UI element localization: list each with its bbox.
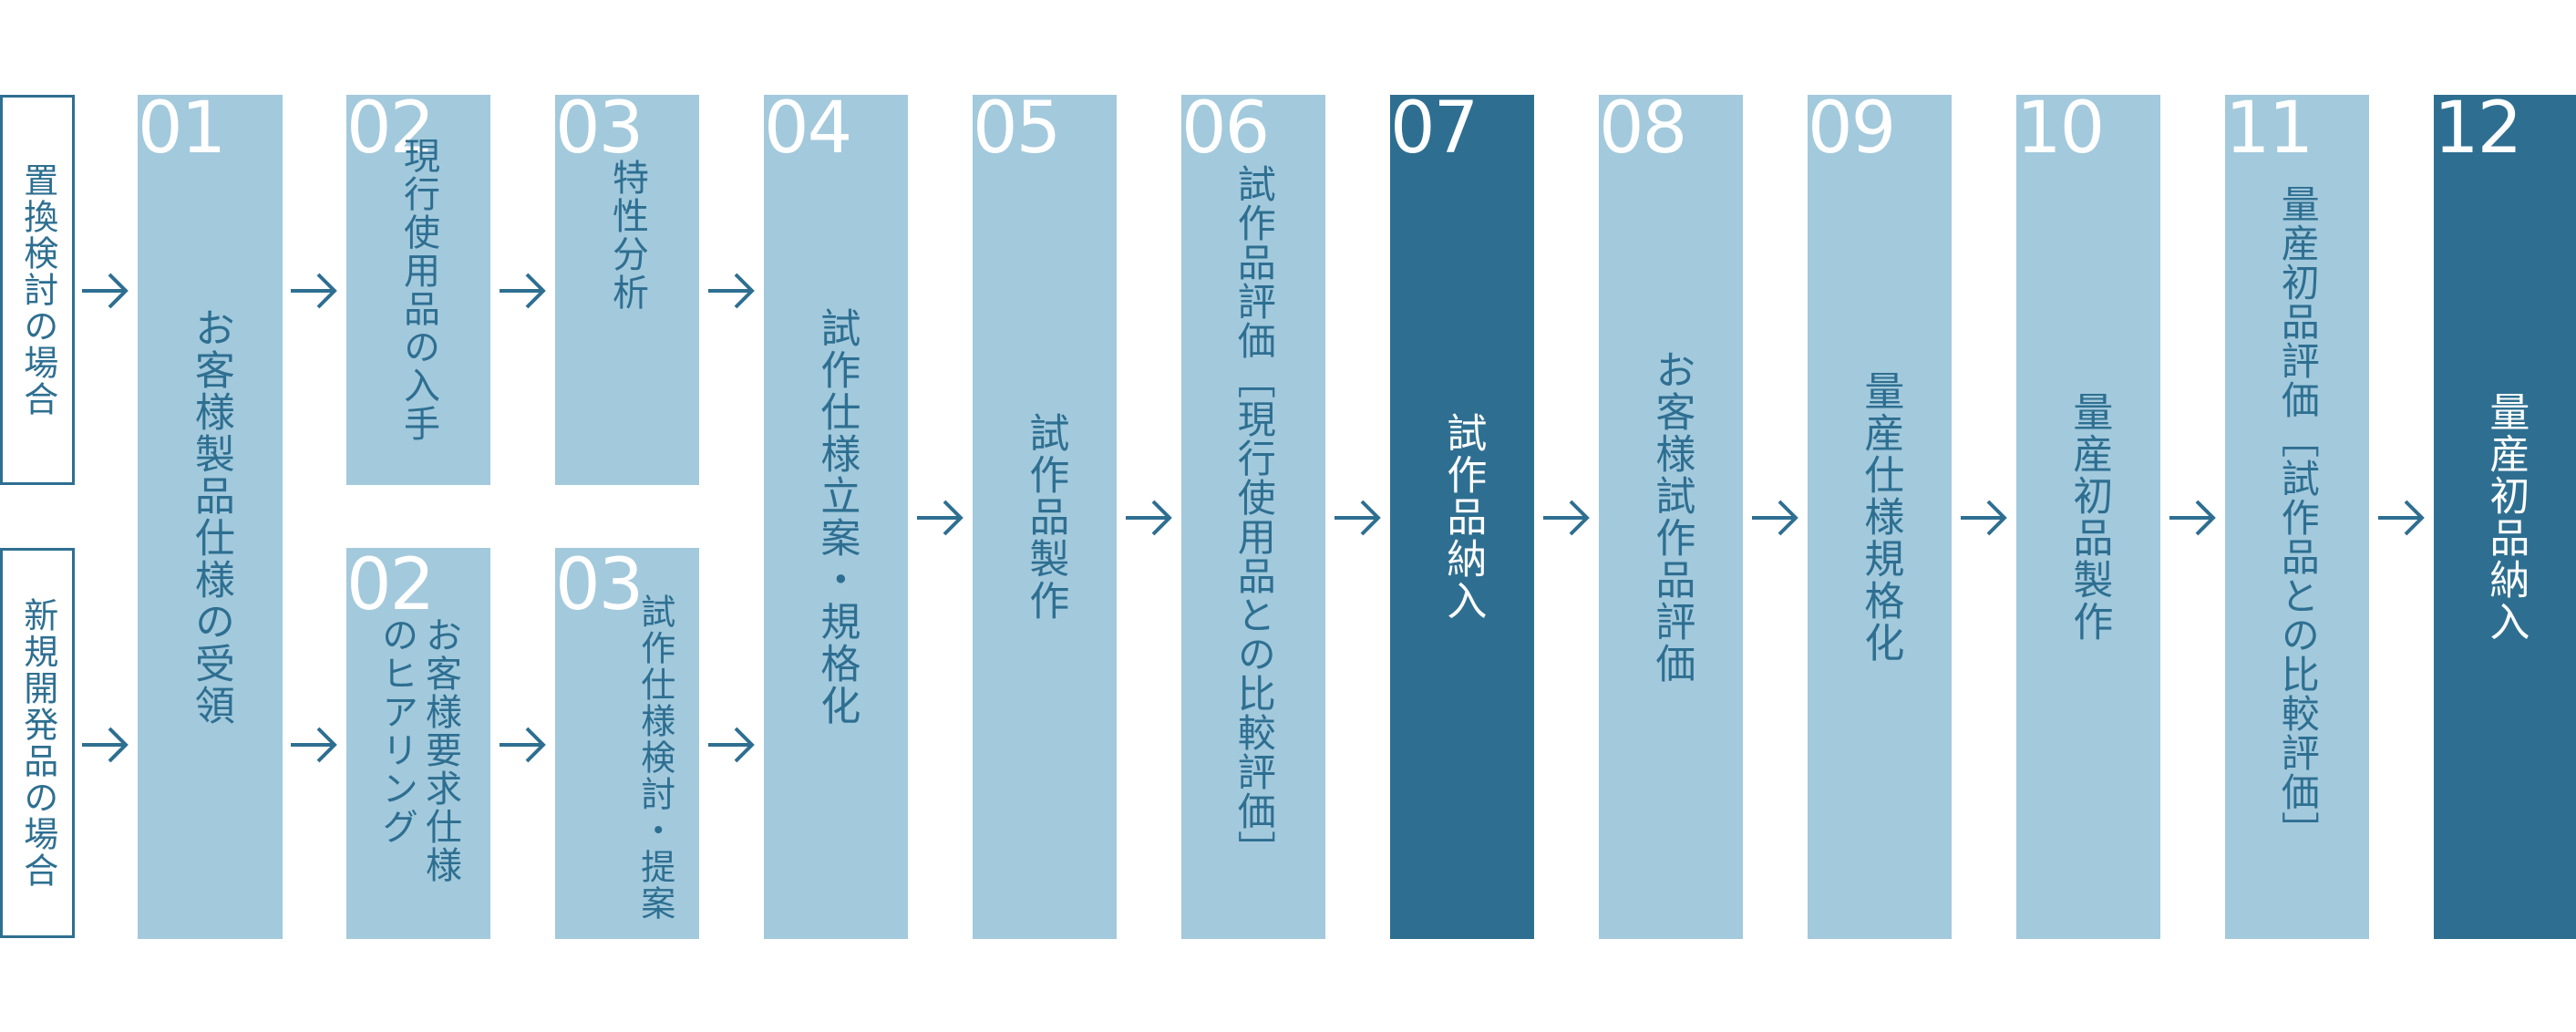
step-label: 量産初品納入 xyxy=(2482,391,2530,643)
arrow-right-icon xyxy=(289,271,340,311)
step-12: 12 量産初品納入 xyxy=(2434,88,2576,939)
step-number: 07 xyxy=(1390,88,1479,170)
arrow-right-icon xyxy=(1333,498,1384,538)
case-new-development-box: 新規開発品の場合 xyxy=(0,548,75,938)
step-10: 10 量産初品製作 xyxy=(2016,88,2160,939)
arrow-right-icon xyxy=(915,498,966,538)
step-number: 02 xyxy=(346,88,435,170)
arrow-right-icon xyxy=(289,725,340,765)
step-number: 04 xyxy=(764,88,852,170)
arrow-right-icon xyxy=(706,725,757,765)
step-label: 試作仕様検討・提案 xyxy=(634,593,675,922)
step-09: 09 量産仕様規格化 xyxy=(1808,88,1952,939)
arrow-right-icon xyxy=(1124,498,1175,538)
step-label: 特性分析 xyxy=(606,159,648,312)
step-label: 量産初品評価［試作品との比較評価］ xyxy=(2275,183,2321,851)
step-02-new: 02 お客様要求仕様のヒアリング xyxy=(346,548,490,939)
step-number: 09 xyxy=(1808,88,1896,170)
step-label: 試作仕様立案・規格化 xyxy=(813,307,860,727)
step-label: 量産初品製作 xyxy=(2066,391,2113,643)
step-01: 01 お客様製品仕様の受領 xyxy=(138,88,283,939)
arrow-right-icon xyxy=(1541,498,1592,538)
step-08: 08 お客様試作品評価 xyxy=(1599,88,1743,939)
case-replacement-label: 置換検討の場合 xyxy=(17,162,58,418)
arrow-right-icon xyxy=(2168,498,2219,538)
step-06: 06 試作品評価［現行使用品との比較評価］ xyxy=(1181,88,1325,939)
step-label: 試作品評価［現行使用品との比較評価］ xyxy=(1231,164,1277,870)
arrow-right-icon xyxy=(706,271,757,311)
step-label: 現行使用品の入手 xyxy=(397,137,439,443)
step-label: お客様要求仕様のヒアリング xyxy=(376,615,461,884)
step-label: お客様試作品評価 xyxy=(1648,349,1695,685)
arrow-right-icon xyxy=(498,271,549,311)
arrow-right-icon xyxy=(1750,498,1801,538)
arrow-right-icon xyxy=(2376,498,2427,538)
step-number: 03 xyxy=(555,88,644,170)
step-03-replacement: 03 特性分析 xyxy=(555,88,699,485)
step-07: 07 試作品納入 xyxy=(1390,88,1534,939)
step-05: 05 試作品製作 xyxy=(973,88,1117,939)
case-replacement-box: 置換検討の場合 xyxy=(0,95,75,485)
step-label: お客様製品仕様の受領 xyxy=(187,307,234,727)
step-11: 11 量産初品評価［試作品との比較評価］ xyxy=(2225,88,2369,939)
arrow-right-icon xyxy=(498,725,549,765)
arrow-right-icon xyxy=(80,271,131,311)
step-number: 06 xyxy=(1181,88,1270,170)
arrow-right-icon xyxy=(1959,498,2010,538)
step-number: 10 xyxy=(2016,88,2105,170)
step-04: 04 試作仕様立案・規格化 xyxy=(764,88,908,939)
step-number: 02 xyxy=(346,544,435,626)
step-number: 03 xyxy=(555,544,644,626)
step-label: 試作品納入 xyxy=(1439,412,1487,622)
step-number: 08 xyxy=(1599,88,1687,170)
step-label: 試作品製作 xyxy=(1022,412,1069,622)
arrow-right-icon xyxy=(80,725,131,765)
step-number: 05 xyxy=(973,88,1061,170)
case-new-development-label: 新規開発品の場合 xyxy=(17,597,58,889)
step-label: 量産仕様規格化 xyxy=(1857,370,1904,664)
step-number: 11 xyxy=(2225,88,2313,170)
step-02-replacement: 02 現行使用品の入手 xyxy=(346,88,490,485)
step-number: 01 xyxy=(138,88,226,170)
step-03-new: 03 試作仕様検討・提案 xyxy=(555,548,699,939)
step-number: 12 xyxy=(2434,88,2522,170)
